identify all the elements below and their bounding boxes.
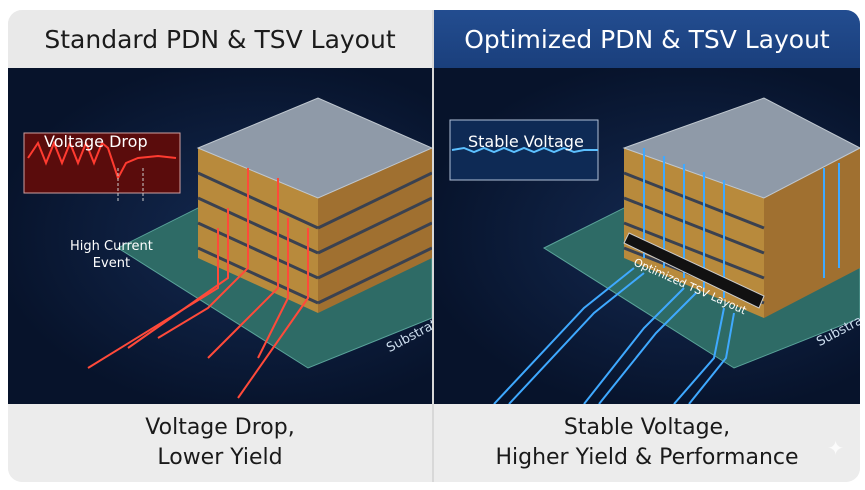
- voltage-drop-graph: [23, 132, 181, 194]
- blue-tsv-paths: [493, 148, 840, 404]
- standard-chip-illustration: Voltage Drop High Current Event Substrat…: [8, 68, 447, 404]
- caption-line2: Higher Yield & Performance: [495, 445, 799, 470]
- caption-line2: Lower Yield: [157, 445, 283, 470]
- event-label-line2: Event: [92, 256, 131, 271]
- caption-line1: Stable Voltage,: [563, 415, 731, 440]
- stable-voltage-graph: [449, 119, 599, 181]
- optimized-title: Optimized PDN & TSV Layout: [434, 10, 860, 68]
- die-stack-side: [318, 148, 432, 313]
- caption-line1: Voltage Drop,: [145, 415, 295, 440]
- voltage-drop-label: Voltage Drop: [44, 132, 148, 151]
- stable-voltage-label: Stable Voltage: [468, 132, 584, 151]
- red-current-paths: [87, 168, 309, 399]
- standard-chip-graphic: [23, 97, 432, 399]
- die-stack-side: [764, 148, 860, 318]
- standard-caption: Voltage Drop, Lower Yield: [8, 404, 432, 482]
- optimized-chip-illustration: Stable Voltage Optimized TSV Layout Subs…: [434, 68, 860, 404]
- stable-voltage-waveform: [451, 146, 598, 154]
- standard-panel: Standard PDN & TSV Layout: [8, 10, 447, 482]
- standard-title: Standard PDN & TSV Layout: [8, 10, 432, 68]
- comparison-infographic: Standard PDN & TSV Layout: [8, 10, 860, 482]
- voltage-drop-waveform: [27, 140, 177, 181]
- optimized-chip-graphic: [449, 97, 860, 404]
- die-layer-separators: [197, 171, 432, 305]
- optimized-caption: Stable Voltage, Higher Yield & Performan…: [434, 404, 860, 482]
- panel-divider: [432, 10, 434, 482]
- die-stack-front: [624, 148, 764, 318]
- die-top: [622, 97, 860, 199]
- optimized-panel: Optimized PDN & TSV Layout: [434, 10, 860, 482]
- high-current-event-label: High Current Event: [70, 238, 153, 272]
- sparkle-icon: ✦: [827, 436, 844, 460]
- tsv-layout-arrow: [623, 232, 765, 309]
- event-label-line1: High Current: [70, 239, 153, 254]
